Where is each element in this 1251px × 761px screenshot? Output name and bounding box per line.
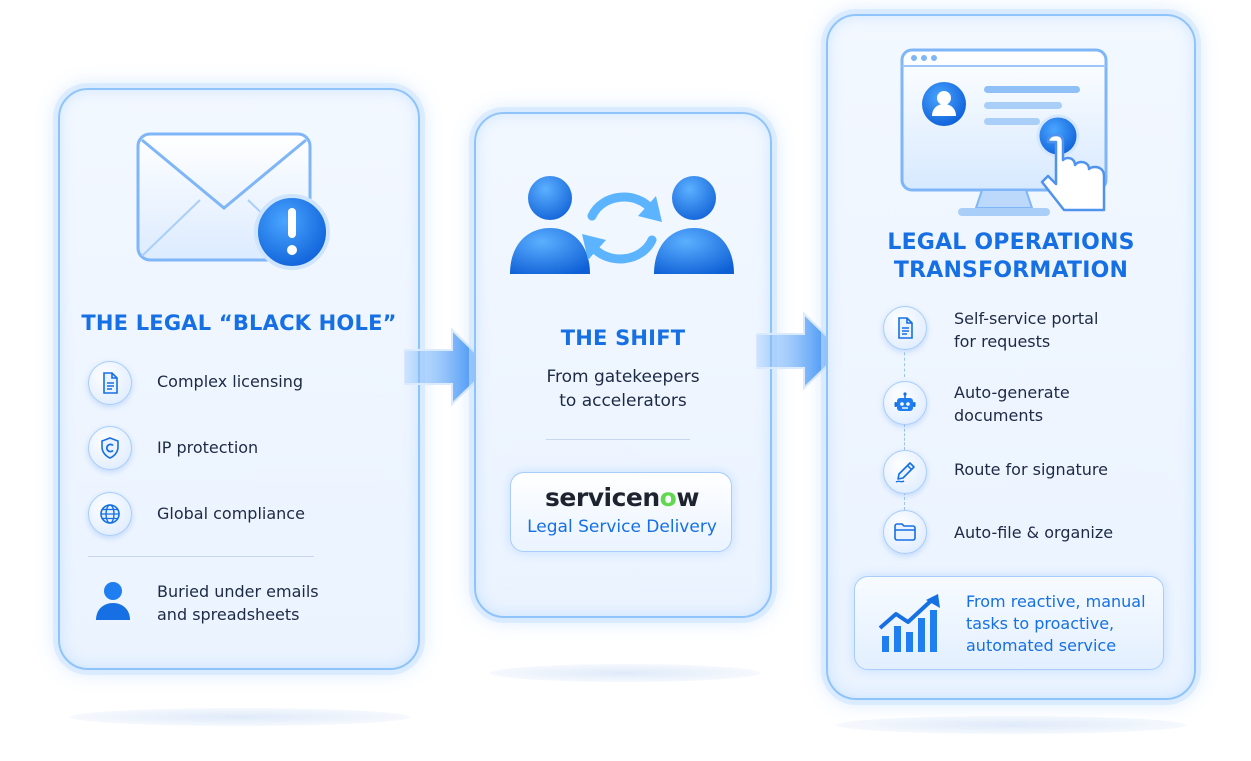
footer-line-2: and spreadsheets [157,605,300,624]
pen-icon [883,450,927,494]
step-2-line-2: documents [954,406,1044,425]
divider [88,556,314,557]
document-icon [88,361,132,405]
panel-shadow [836,716,1186,734]
panel2-title: THE SHIFT [560,326,686,350]
panel1-title: THE LEGAL “BLACK HOLE” [81,311,397,335]
servicenow-badge: servicenow Legal Service Delivery [510,472,732,552]
people-exchange-icon [510,176,734,274]
result-line-1: From reactive, manual [966,592,1146,611]
item-global-compliance: Global compliance [157,504,305,523]
arrow-right-icon [404,327,492,407]
connector-line [904,424,905,450]
person-icon [96,582,130,620]
envelope-alert-icon [136,132,330,270]
connector-line [904,492,905,510]
robot-icon [883,381,927,425]
item-complex-licensing: Complex licensing [157,372,304,391]
shift-line-2: to accelerators [559,391,687,411]
result-line-3: automated service [966,636,1117,655]
panel3-title-line-2: TRANSFORMATION [893,258,1129,283]
result-box [854,576,1164,670]
growth-chart-icon [878,594,940,652]
step-2-line-1: Auto-generate [954,383,1070,402]
document-icon [883,306,927,350]
step-1-line-2: for requests [954,332,1051,351]
servicenow-subtitle: Legal Service Delivery [527,517,717,537]
footer-line-1: Buried under emails [157,582,319,601]
step-4-line-1: Auto-file & organize [954,523,1114,542]
panel-shadow [490,664,760,682]
divider [546,439,690,440]
shift-line-1: From gatekeepers [546,367,700,387]
copyright-icon [88,426,132,470]
servicenow-logo: servicenow [545,483,699,512]
step-1-line-1: Self-service portal [954,309,1099,328]
panel3-title-line-1: LEGAL OPERATIONS [887,230,1135,255]
arrow-right-icon [756,311,844,391]
folder-icon [883,510,927,554]
step-3-line-1: Route for signature [954,460,1108,479]
connector-line [904,347,905,377]
monitor-portal-icon [900,48,1108,216]
item-ip-protection: IP protection [157,438,259,457]
result-line-2: tasks to proactive, [966,614,1115,633]
panel-shadow [70,708,410,726]
globe-icon [88,492,132,536]
